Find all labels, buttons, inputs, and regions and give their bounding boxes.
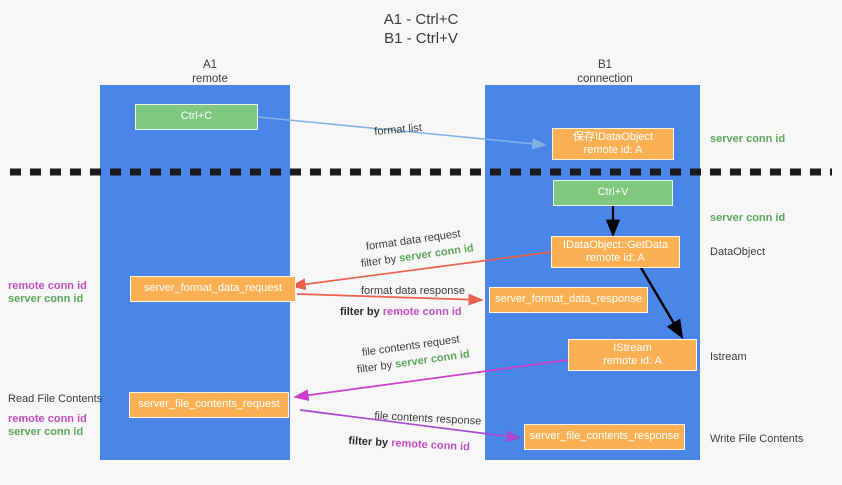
node-server-file-contents-request-label: server_file_contents_request — [138, 398, 280, 411]
column-header-b1: B1 connection — [525, 58, 685, 86]
left-label-server-conn-id-bottom: server conn id — [8, 426, 84, 438]
edge-label-format-data-response: format data response — [361, 284, 465, 298]
edge-label-file-contents-response-filter: filter by remote conn id — [348, 434, 470, 454]
diagram-title: A1 - Ctrl+C B1 - Ctrl+V — [0, 10, 842, 48]
node-ctrl-v-label: Ctrl+V — [597, 186, 629, 199]
filter-prefix: filter by — [348, 435, 392, 450]
node-getdata[interactable]: IDataObject::GetData remote id: A — [551, 236, 680, 268]
column-header-b1-sub: connection — [577, 73, 633, 85]
right-label-istream: Istream — [710, 351, 747, 363]
edge-label-file-contents-response-text: file contents response — [374, 410, 482, 428]
node-save-idataobject[interactable]: 保存IDataObject remote id: A — [552, 128, 674, 160]
left-label-remote-conn-id-mid: remote conn id — [8, 280, 87, 292]
node-istream[interactable]: IStream remote id: A — [568, 339, 697, 371]
node-server-format-data-request-label: server_format_data_request — [143, 282, 283, 295]
right-label-server-conn-id-top: server conn id — [710, 133, 786, 145]
column-header-b1-name: B1 — [597, 59, 613, 71]
node-server-file-contents-request[interactable]: server_file_contents_request — [129, 392, 289, 418]
node-save-idataobject-line1: 保存IDataObject — [572, 130, 654, 143]
right-label-write-file-contents: Write File Contents — [710, 433, 804, 445]
node-ctrl-c[interactable]: Ctrl+C — [135, 104, 258, 130]
node-istream-line2: remote id: A — [603, 355, 662, 367]
title-line-1: A1 - Ctrl+C — [383, 11, 459, 28]
node-ctrl-c-label: Ctrl+C — [180, 110, 213, 123]
left-label-remote-conn-id-bottom: remote conn id — [8, 413, 87, 425]
left-label-server-conn-id-mid: server conn id — [8, 293, 84, 305]
node-getdata-line1: IDataObject::GetData — [562, 238, 669, 251]
node-server-format-data-response[interactable]: server_format_data_response — [489, 287, 648, 313]
node-getdata-line2: remote id: A — [586, 252, 645, 264]
node-server-format-data-response-label: server_format_data_response — [495, 293, 642, 306]
filter-prefix: filter by — [356, 358, 397, 377]
edge-label-file-contents-response: file contents response — [374, 409, 482, 429]
column-header-a1-name: A1 — [202, 59, 218, 71]
node-server-format-data-request[interactable]: server_format_data_request — [130, 276, 296, 302]
column-header-a1-sub: remote — [192, 73, 228, 85]
left-label-read-file-contents: Read File Contents — [8, 393, 103, 405]
edge-label-format-data-response-filter: filter by remote conn id — [340, 305, 462, 319]
filter-value-remote-conn-id: remote conn id — [382, 306, 462, 318]
filter-value-remote-conn-id: remote conn id — [390, 437, 471, 454]
title-line-2: B1 - Ctrl+V — [384, 30, 458, 47]
node-save-idataobject-line2: remote id: A — [583, 144, 643, 156]
edge-label-format-list: format list — [373, 121, 423, 139]
right-label-dataobject: DataObject — [710, 246, 766, 258]
filter-prefix: filter by — [340, 306, 383, 318]
edge-label-format-data-response-text: format data response — [361, 285, 465, 297]
node-ctrl-v[interactable]: Ctrl+V — [553, 180, 673, 206]
right-label-server-conn-id-second: server conn id — [710, 212, 786, 224]
column-header-a1: A1 remote — [130, 58, 290, 86]
node-istream-line1: IStream — [613, 341, 652, 354]
filter-prefix: filter by — [360, 252, 401, 271]
node-server-file-contents-response[interactable]: server_file_contents_response — [524, 424, 685, 450]
node-server-file-contents-response-label: server_file_contents_response — [529, 430, 680, 443]
